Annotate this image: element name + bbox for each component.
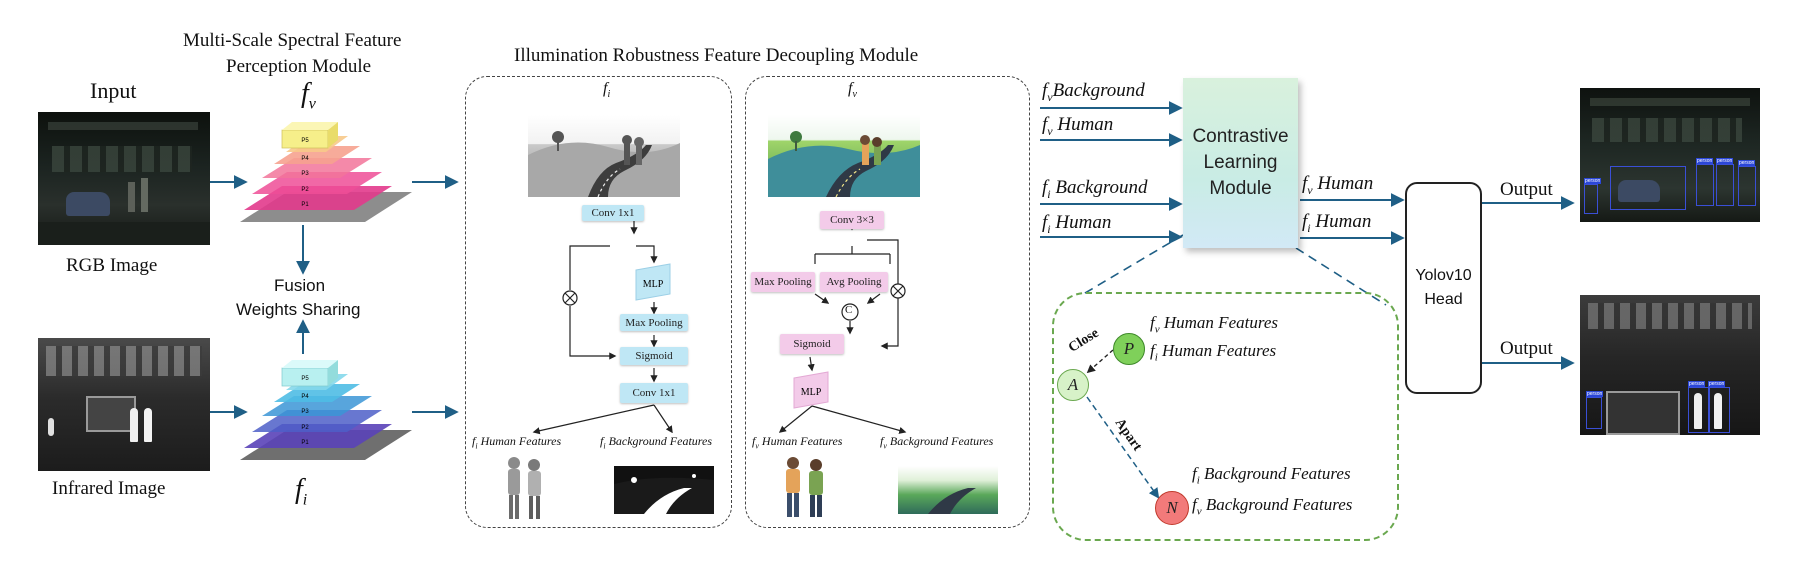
positive-line1: fv Human Features [1150,313,1278,336]
grayscale-road-illustration [528,115,680,197]
right-conv-top: Conv 3×3 [820,211,884,229]
fusion-label-line2: Weights Sharing [236,300,361,319]
left-out-background-label: fi Background Features [600,434,712,451]
msfp-title-line2: Perception Module [226,56,372,77]
input-label-fv-background: fvBackground [1042,80,1145,104]
left-conv-top: Conv 1x1 [582,205,644,221]
fusion-label-line1: Fusion [274,276,326,295]
left-out-human-label: fi Human Features [472,434,562,451]
detection-tag-2: person [1696,158,1714,164]
right-out-background-label: fv Background Features [880,434,994,451]
output-label-fi-human: fi Human [1302,211,1372,235]
clm-line2: Learning [1203,152,1278,173]
infrared-detection-output: person person person [1580,295,1760,435]
close-arrow [1086,349,1114,374]
svg-text:P4: P4 [301,394,309,400]
right-human-illustration [786,457,823,517]
left-mlp-block: MLP [635,263,671,301]
infrared-image [38,338,210,471]
ir-detection-tag-1: person [1586,391,1604,397]
fi-label: fi [295,474,308,509]
clm-line1: Contrastive [1192,126,1289,147]
svg-text:P1: P1 [301,440,309,446]
input-label-fv-human: fv Human [1042,114,1114,138]
detection-tag-4: person [1738,160,1756,166]
yolo-line1: Yolov10 [1415,267,1472,284]
svg-text:P1: P1 [301,202,309,208]
negative-node: N [1155,491,1189,525]
input-label-fi-human: fi Human [1042,212,1112,236]
decoupling-panel-infrared [465,76,732,528]
right-mlp-block: MLP [793,371,829,409]
left-human-silhouettes [508,457,541,519]
svg-text:P2: P2 [301,187,309,193]
clm-line3: Module [1209,178,1272,199]
zoom-line-right [1295,247,1387,306]
svg-text:P5: P5 [301,138,309,144]
irfd-title: Illumination Robustness Feature Decoupli… [514,45,919,66]
negative-line2: fv Background Features [1192,495,1353,518]
detection-box-person-4 [1738,166,1756,206]
detection-box-car [1610,166,1686,210]
decoupling-panel-visible [745,76,1030,528]
detection-box-person-1 [1584,184,1598,214]
msfp-title-line1: Multi-Scale Spectral Feature [183,30,402,51]
svg-text:P3: P3 [301,409,309,415]
panel-infrared-head: fi [603,80,611,101]
ir-detection-box-person-3 [1708,387,1730,433]
input-label: Input [90,78,137,103]
detection-tag-3: person [1716,158,1734,164]
output-label-fv-human: fv Human [1302,173,1374,197]
contrastive-detail-inset [1052,292,1399,541]
rgb-image-label: RGB Image [66,255,158,276]
infrared-feature-pyramid: P5 P4 P3 P2 P1 [240,360,412,460]
ir-detection-box-person-2 [1688,387,1710,433]
ir-detection-box-person-1 [1586,397,1602,429]
left-max-pooling: Max Pooling [620,314,688,331]
svg-text:MLP: MLP [643,279,664,290]
ir-detection-tag-2: person [1688,381,1706,387]
panel-visible-head: fv [848,80,857,101]
rgb-feature-pyramid: P5 P4 P3 P2 P1 [240,122,412,222]
right-background-thumb [898,466,998,514]
positive-node: P [1113,333,1145,365]
detection-box-person-2 [1696,164,1714,206]
detection-tag-1: person [1584,178,1602,184]
right-sigmoid: Sigmoid [780,334,844,354]
detection-box-person-3 [1716,164,1734,206]
zoom-line-left [1079,234,1184,297]
color-road-illustration [768,115,920,197]
rgb-image [38,112,210,245]
right-avg-pooling: Avg Pooling [820,272,888,292]
left-conv-bottom: Conv 1x1 [620,383,688,403]
infrared-image-label: Infrared Image [52,478,166,499]
svg-text:MLP: MLP [801,387,822,398]
right-max-pooling: Max Pooling [751,272,815,292]
concat-symbol: C [845,304,853,316]
svg-text:P5: P5 [301,376,309,382]
fv-label: fv [301,78,316,113]
svg-text:P2: P2 [301,425,309,431]
right-out-human-label: fv Human Features [752,434,843,451]
negative-line1: fi Background Features [1192,464,1351,487]
output-label-top: Output [1500,179,1553,200]
yolo-line2: Head [1424,291,1463,308]
output-label-bottom: Output [1500,338,1553,359]
ir-detection-tag-3: person [1708,381,1726,387]
svg-text:P4: P4 [301,156,309,162]
input-label-fi-background: fi Background [1042,177,1148,201]
left-sigmoid: Sigmoid [620,347,688,365]
positive-line2: fi Human Features [1150,341,1277,364]
svg-text:P3: P3 [301,171,309,177]
apart-arrow [1086,396,1160,499]
rgb-detection-output: person person person person [1580,88,1760,222]
left-background-thumb [614,466,714,514]
anchor-node: A [1057,369,1089,401]
